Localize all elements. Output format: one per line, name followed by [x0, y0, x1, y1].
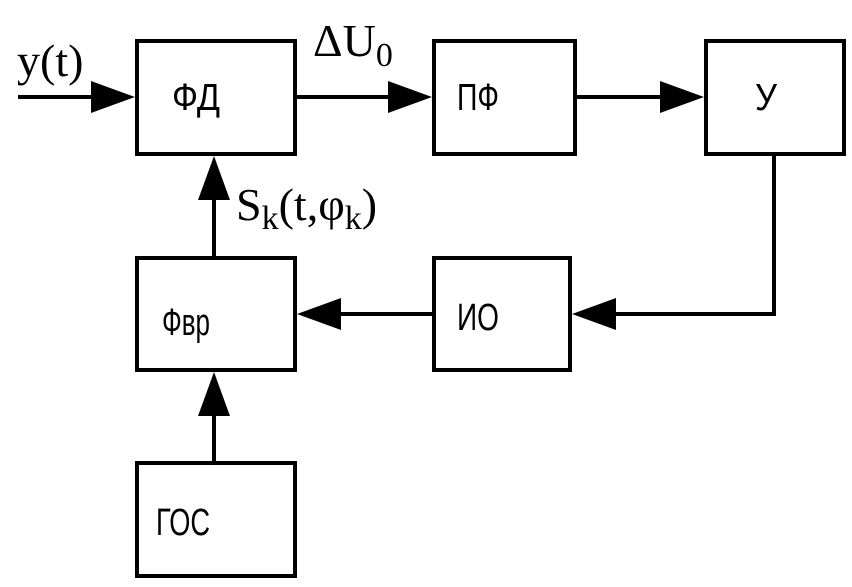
arrowhead [297, 298, 341, 330]
block-gos-label: ГОС [156, 502, 210, 544]
signal-reference-label: Sk(t,φk) [236, 179, 377, 237]
wire-pf-to-u [575, 81, 704, 113]
block-fd: ФД [135, 39, 297, 156]
block-fvr-label: Фвр [162, 302, 210, 344]
wire-u-to-io [572, 154, 776, 330]
signal-error-sub: 0 [376, 37, 393, 74]
block-pf-label: ПФ [457, 77, 499, 119]
signal-reference-mid: (t,φ [279, 179, 345, 230]
signal-reference-sub2: k [345, 200, 362, 237]
wire-input-to-fd [18, 81, 135, 113]
arrowhead [198, 156, 230, 200]
block-fvr: Фвр [135, 256, 297, 372]
block-io-label: ИО [457, 297, 499, 339]
block-io: ИО [432, 256, 572, 372]
wire-fvr-to-fd [198, 156, 230, 258]
arrowhead [660, 81, 704, 113]
arrowhead [91, 81, 135, 113]
wire-io-to-fvr [297, 298, 434, 330]
block-u: У [704, 39, 846, 156]
signal-input-label: y(t) [17, 35, 83, 86]
signal-reference-tail: ) [362, 179, 377, 230]
block-u-label: У [755, 77, 778, 119]
signal-reference-main: S [236, 179, 262, 230]
block-pf: ПФ [432, 39, 577, 156]
wire-gos-to-fvr [198, 372, 230, 463]
block-fd-label: ФД [172, 77, 220, 119]
wire-fd-to-pf [295, 81, 432, 113]
signal-error-label: ΔU0 [313, 15, 393, 74]
arrowhead [198, 372, 230, 416]
signal-error-main: ΔU [313, 15, 376, 66]
block-gos: ГОС [135, 461, 297, 578]
arrowhead [572, 298, 616, 330]
arrowhead [388, 81, 432, 113]
signal-reference-sub1: k [262, 200, 279, 237]
